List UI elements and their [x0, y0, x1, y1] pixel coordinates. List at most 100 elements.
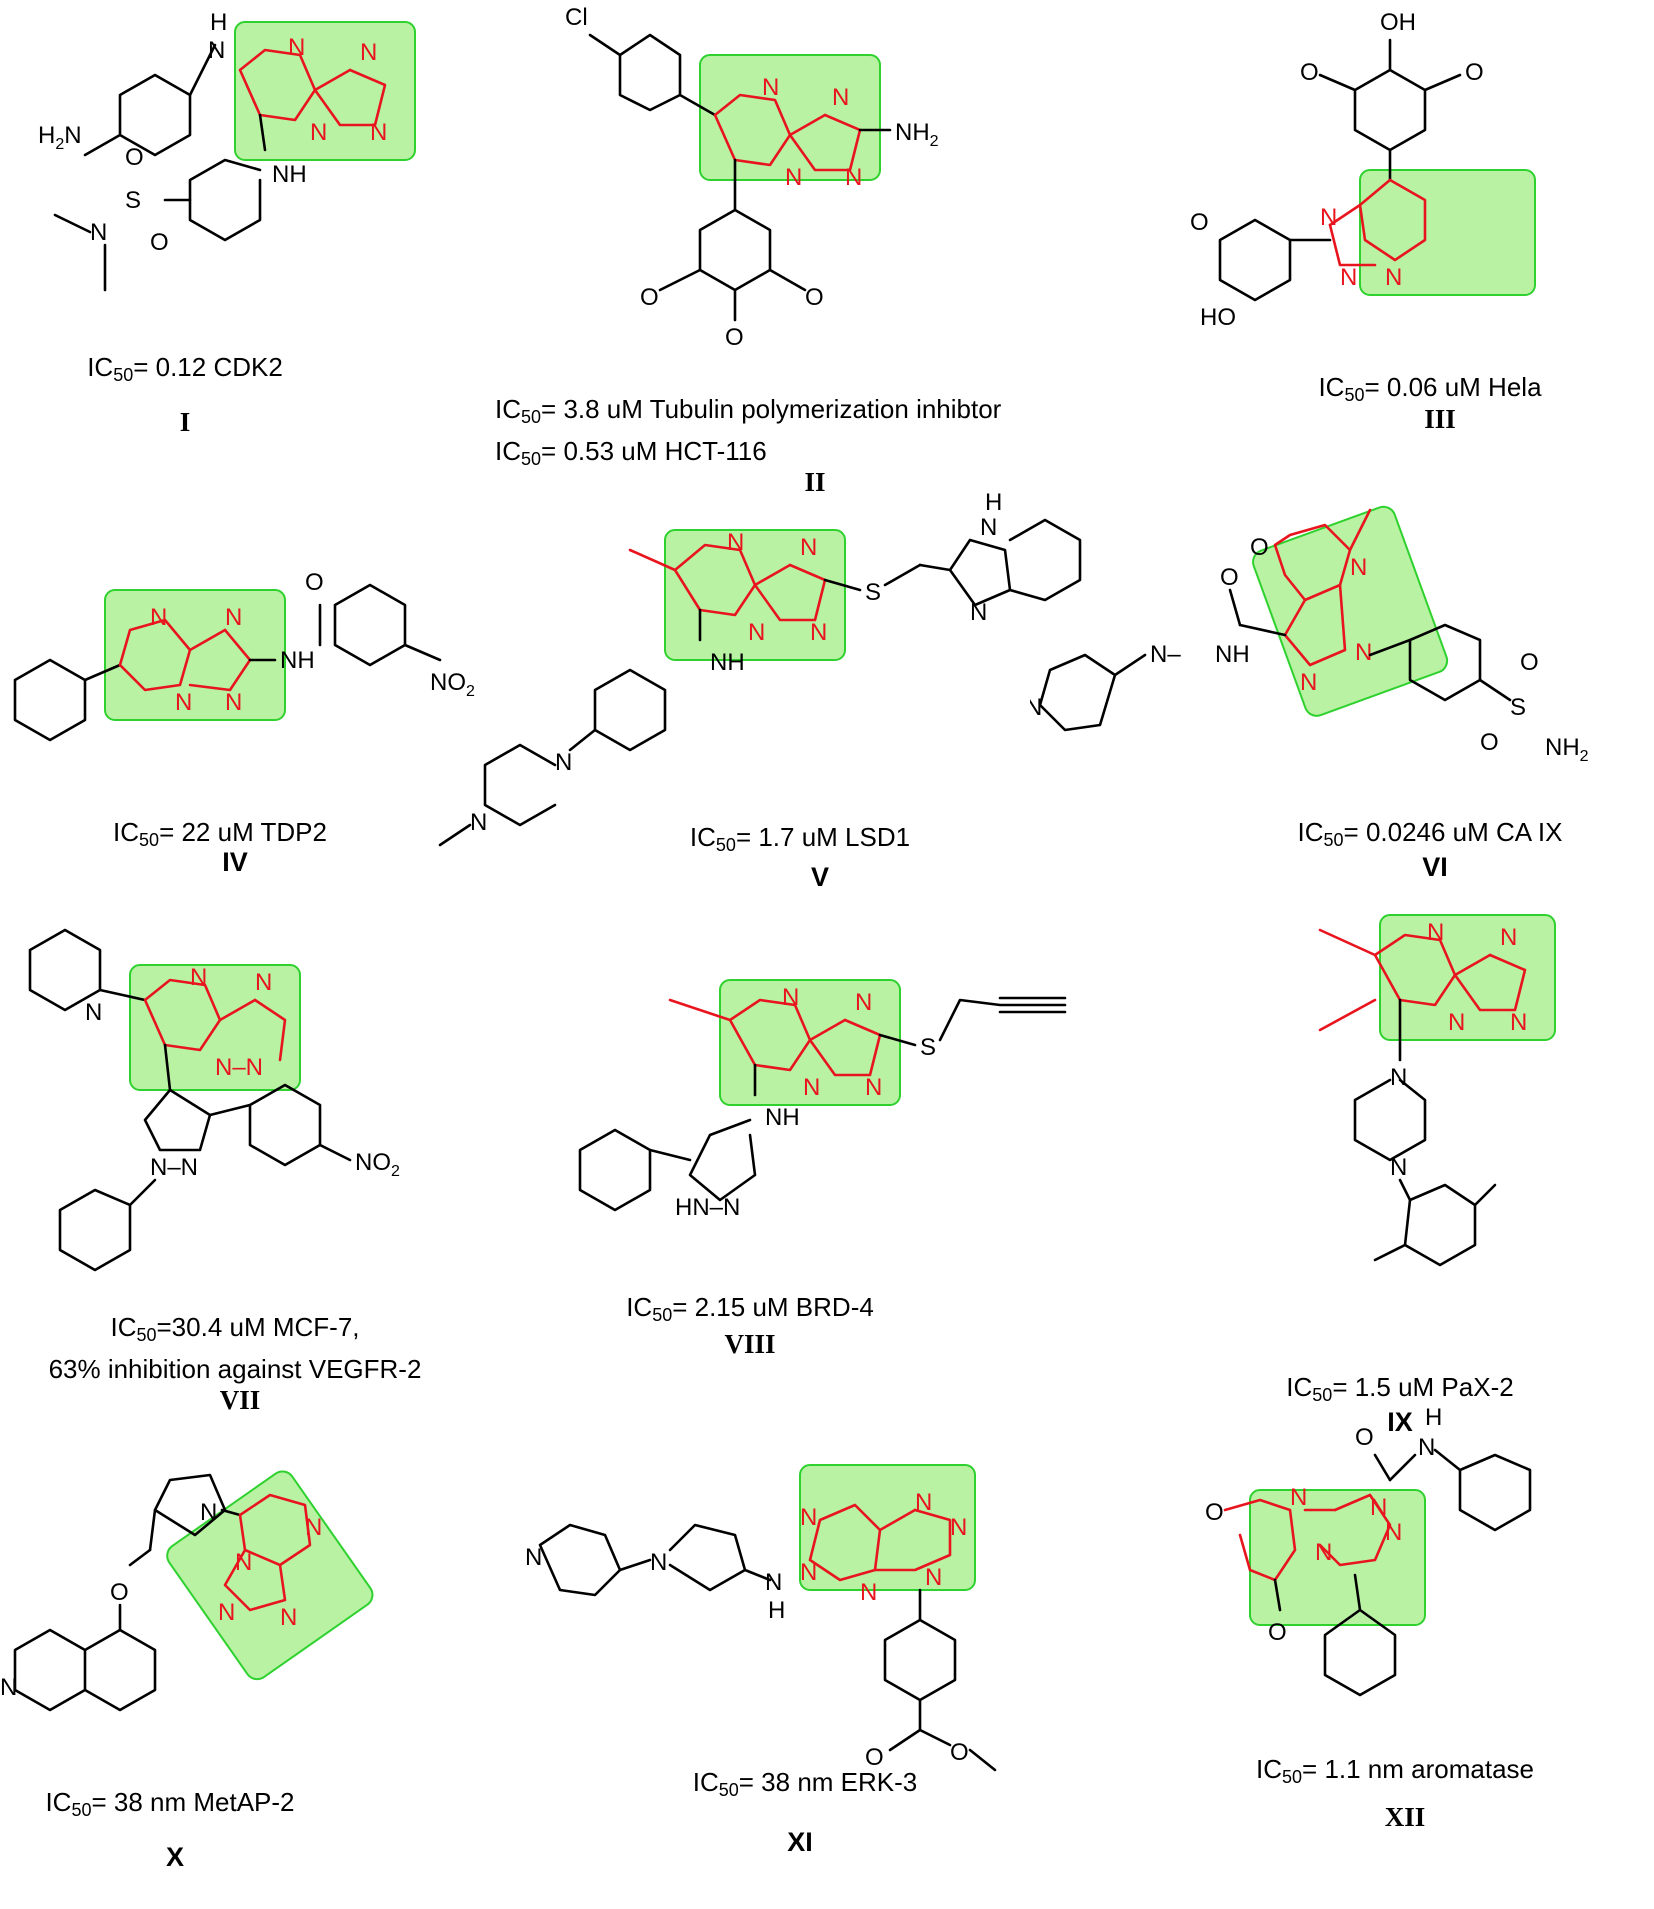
atom-n-red: N: [782, 984, 799, 1011]
structure-compound-iv: N N N N NH O NO2: [13, 569, 475, 742]
atom-h: H: [985, 490, 1002, 516]
atom-n: N: [470, 809, 487, 836]
scaffold-highlight: [664, 529, 846, 661]
compound-number-xii: XII: [1384, 1802, 1426, 1832]
caption-line: IC50= 2.15 uM BRD-4: [626, 1292, 874, 1325]
atom-o: O: [1355, 1424, 1374, 1451]
atom-n-red: N: [225, 604, 242, 631]
atom-s: S: [125, 187, 141, 214]
atom-nh: NH: [710, 649, 745, 676]
atom-ho: HO: [1200, 304, 1236, 331]
atom-o: O: [1250, 534, 1269, 561]
atom-h: H: [1425, 1404, 1442, 1431]
atom-n-red: N: [727, 529, 744, 556]
atom-n-red: N: [370, 119, 387, 146]
caption-line: IC50= 0.0246 uM CA IX: [1297, 817, 1563, 850]
atom-n-red: N: [762, 74, 779, 101]
compound-number-ii: II: [804, 467, 826, 497]
atom-n: N: [90, 219, 107, 246]
atom-n-red: N: [1427, 919, 1444, 946]
atom-n-red: N: [845, 164, 862, 191]
scaffold-highlight: [699, 54, 881, 181]
atom-n-red: N: [1448, 1009, 1465, 1036]
atom-nh2: NH2: [895, 119, 939, 150]
atom-o: O: [1520, 649, 1539, 676]
atom-o: O: [1190, 209, 1209, 236]
caption-line: IC50= 0.12 CDK2: [87, 352, 283, 385]
atom-n: N: [525, 1544, 542, 1571]
atom-n-red: N: [175, 689, 192, 716]
atom-nh: NH: [1215, 641, 1250, 668]
atom-n-red: N: [810, 619, 827, 646]
atom-n-red: N: [800, 534, 817, 561]
structure-compound-vii: N N N N–N N–N NO2: [28, 928, 400, 1272]
scaffold-highlight: [1359, 169, 1536, 296]
atom-h: H: [768, 1597, 785, 1624]
atom-n-red: N: [360, 39, 377, 66]
atom-n-red: N: [1290, 1484, 1307, 1511]
atom-n-red: N: [1370, 1494, 1387, 1521]
structure-compound-i: H2N H N N N N N NH S O O N: [38, 9, 416, 292]
caption-line: IC50= 38 nm ERK-3: [692, 1767, 918, 1800]
atom-h: H: [210, 9, 227, 36]
structure-compound-v: N N N N S H N N NH N N: [438, 490, 1082, 847]
atom-n-red: N: [1350, 554, 1367, 581]
caption-line: IC50= 1.5 uM PaX-2: [1286, 1372, 1514, 1405]
compound-number-ix: IX: [1387, 1407, 1413, 1437]
compound-number-vi: VI: [1422, 852, 1448, 882]
atom-n: N: [85, 999, 102, 1026]
caption-line: IC50= 0.06 uM Hela: [1318, 372, 1542, 405]
atom-nh: NH: [280, 647, 315, 674]
compound-number-iii: III: [1424, 404, 1456, 434]
atom-n-red: N: [1315, 1539, 1332, 1566]
atom-n-red: N: [832, 84, 849, 111]
atom-n-red: N: [855, 989, 872, 1016]
compound-number-vii: VII: [219, 1385, 261, 1415]
compound-number-i: I: [179, 407, 191, 437]
atom-n-red: N: [800, 1559, 817, 1586]
atom-n-red: N: [1385, 1519, 1402, 1546]
scaffold-highlight: [799, 1464, 976, 1591]
atom-n-red: N: [748, 619, 765, 646]
atom-n: N: [1418, 1434, 1435, 1461]
atom-no2: NO2: [355, 1149, 400, 1180]
atom-o: O: [150, 229, 169, 256]
caption-line: 63% inhibition against VEGFR-2: [48, 1354, 422, 1384]
atom-n: N: [1390, 1154, 1407, 1181]
atom-n: N: [980, 514, 997, 541]
atom-n: N–N: [150, 1154, 198, 1181]
atom-n-red: N: [1510, 1009, 1527, 1036]
atom-o: O: [950, 1739, 969, 1766]
atom-o: O: [1205, 1499, 1224, 1526]
compound-number-v: V: [810, 862, 829, 892]
caption-compound-x: IC50= 38 nm MetAP-2: [10, 1785, 330, 1827]
caption-line: IC50= 1.1 nm aromatase: [1256, 1754, 1534, 1787]
atom-s: S: [865, 579, 881, 606]
structure-compound-ii: Cl N N N N NH2 O O O: [565, 4, 939, 351]
caption-compound-v: IC50= 1.7 uM LSD1: [650, 820, 950, 862]
atom-n: N: [650, 1549, 667, 1576]
atom-n-red: N: [255, 969, 272, 996]
atom-o: O: [865, 1744, 884, 1771]
atom-o: O: [305, 569, 324, 596]
scaffold-highlight: [166, 1470, 374, 1681]
atom-n-red: N: [800, 1504, 817, 1531]
atom-n-red: N: [225, 689, 242, 716]
atom-o: O: [805, 284, 824, 311]
atom-n-red: N: [865, 1074, 882, 1101]
atom-n-red: N: [190, 964, 207, 991]
atom-n-red: N–N: [215, 1054, 263, 1081]
structure-compound-ix: N N N N N N: [1318, 914, 1556, 1267]
caption-compound-ix: IC50= 1.5 uM PaX-2: [1255, 1370, 1545, 1412]
atom-nh: NH: [765, 1104, 800, 1131]
caption-compound-i: IC50= 0.12 CDK2: [20, 350, 350, 392]
atom-hn: HN–N: [675, 1194, 740, 1221]
atom-h2n: H2N: [38, 122, 82, 153]
atom-n: N: [970, 599, 987, 626]
atom-n-red: N: [305, 1514, 322, 1541]
atom-s: S: [920, 1034, 936, 1061]
atom-n-red: N: [1355, 639, 1372, 666]
caption-line: IC50= 3.8 uM Tubulin polymerization inhi…: [495, 394, 1002, 427]
atom-n: N: [0, 1674, 17, 1701]
